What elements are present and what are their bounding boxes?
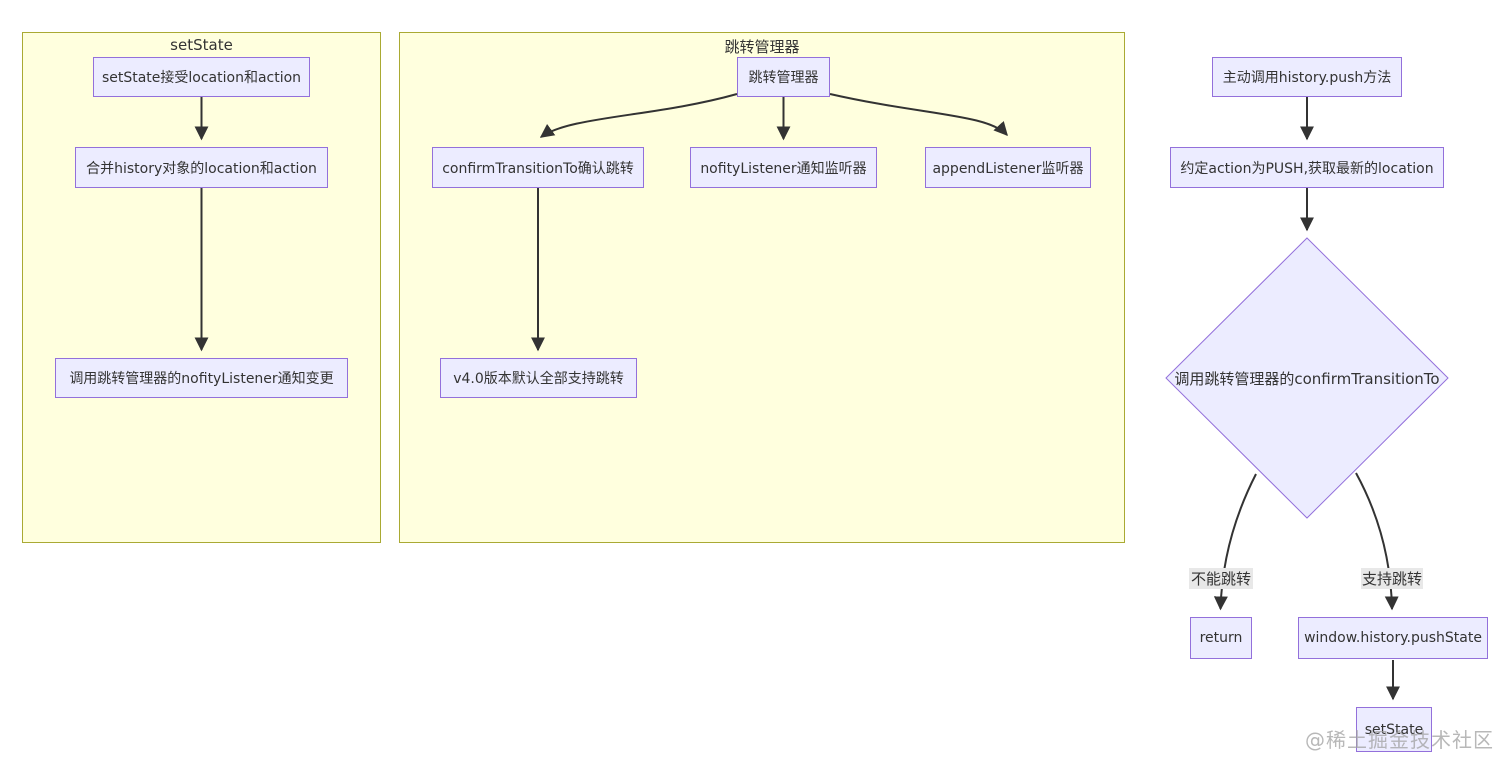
subgraph-manager: 跳转管理器: [399, 32, 1125, 543]
edge-label-can-jump: 支持跳转: [1361, 568, 1423, 589]
node-return: return: [1190, 617, 1252, 659]
subgraph-setstate-title: setState: [170, 36, 233, 54]
node-setstate-receive: setState接受location和action: [93, 57, 310, 97]
node-action-push: 约定action为PUSH,获取最新的location: [1170, 147, 1444, 188]
node-set-state: setState: [1356, 707, 1432, 752]
arrow-decision-to-return: [1213, 473, 1257, 611]
node-append-listener: appendListener监听器: [925, 147, 1091, 188]
edge-label-cannot-jump: 不能跳转: [1189, 568, 1253, 589]
node-history-push: 主动调用history.push方法: [1212, 57, 1402, 97]
node-notify-listener: nofityListener通知监听器: [690, 147, 877, 188]
arrow-decision-to-pushstate: [1355, 472, 1399, 611]
node-manager-root: 跳转管理器: [737, 57, 830, 97]
decision-diamond-shape: [1165, 237, 1449, 519]
node-confirm-transition: confirmTransitionTo确认跳转: [432, 147, 644, 188]
subgraph-manager-title: 跳转管理器: [724, 38, 800, 56]
arrow-manager-to-confirm: [539, 93, 738, 138]
node-decision-confirm: 调用跳转管理器的confirmTransitionTo: [1174, 369, 1440, 388]
node-merge-history: 合并history对象的location和action: [75, 147, 328, 188]
arrow-manager-to-appendlistener: [829, 93, 1008, 137]
node-call-notify: 调用跳转管理器的nofityListener通知变更: [55, 358, 348, 398]
node-v4-default: v4.0版本默认全部支持跳转: [440, 358, 637, 398]
node-push-state: window.history.pushState: [1298, 617, 1488, 659]
watermark: @稀土掘金技术社区: [1305, 728, 1494, 752]
